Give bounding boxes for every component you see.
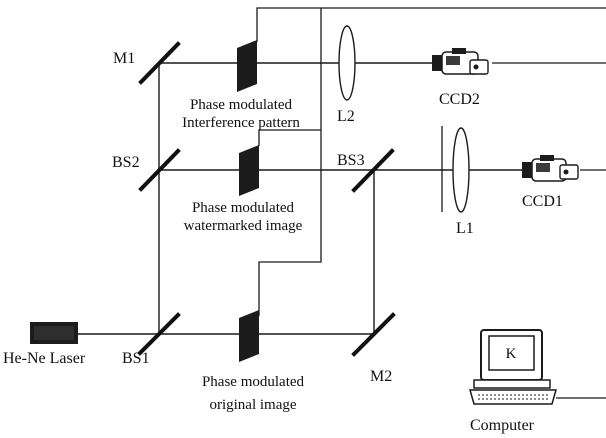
- label-computer: Computer: [470, 417, 535, 434]
- lenses: [338, 25, 470, 213]
- lens-l2: [338, 25, 356, 101]
- laser-texture: [34, 326, 74, 340]
- computer-icon: [469, 329, 557, 405]
- slm-interference-pattern: [237, 40, 257, 92]
- label-slm-top-line2: Interference pattern: [182, 115, 300, 131]
- ccd1-camera-icon: [522, 155, 579, 182]
- label-l1: L1: [456, 220, 474, 237]
- slm-watermarked-image: [239, 145, 259, 196]
- label-slm-top-line1: Phase modulated: [190, 97, 293, 113]
- label-ccd2: CCD2: [439, 91, 480, 108]
- label-slm-mid-line2: watermarked image: [184, 218, 303, 234]
- label-slm-mid-line1: Phase modulated: [192, 200, 295, 216]
- beam-splitter-bs3: [351, 148, 395, 193]
- label-l2: L2: [337, 108, 355, 125]
- spatial-light-modulators: [237, 40, 259, 362]
- beam-splitter-bs1: [137, 312, 181, 356]
- label-bs3: BS3: [337, 152, 365, 169]
- label-slm-bottom-line2: original image: [209, 397, 296, 413]
- slm-original-image: [239, 310, 259, 362]
- label-slm-bottom-line1: Phase modulated: [202, 374, 305, 390]
- label-ccd1: CCD1: [522, 193, 563, 210]
- control-wiring: [256, 7, 606, 399]
- label-bs1: BS1: [122, 350, 150, 367]
- ccd2-camera-icon: [432, 48, 489, 75]
- computer-screen-letter: K: [506, 346, 517, 362]
- beam-splitter-bs2: [138, 148, 181, 192]
- wire-slm-bottom: [258, 8, 322, 316]
- wire-slm-top: [256, 7, 606, 42]
- mirror-m2: [351, 312, 396, 357]
- mirrors: [137, 41, 396, 357]
- mirror-m1: [138, 41, 181, 85]
- lens-l1: [452, 127, 470, 213]
- label-m2: M2: [370, 368, 392, 385]
- label-m1: M1: [113, 50, 135, 67]
- label-bs2: BS2: [112, 154, 140, 171]
- wire-slm-middle: [258, 129, 321, 146]
- label-laser: He-Ne Laser: [3, 350, 86, 367]
